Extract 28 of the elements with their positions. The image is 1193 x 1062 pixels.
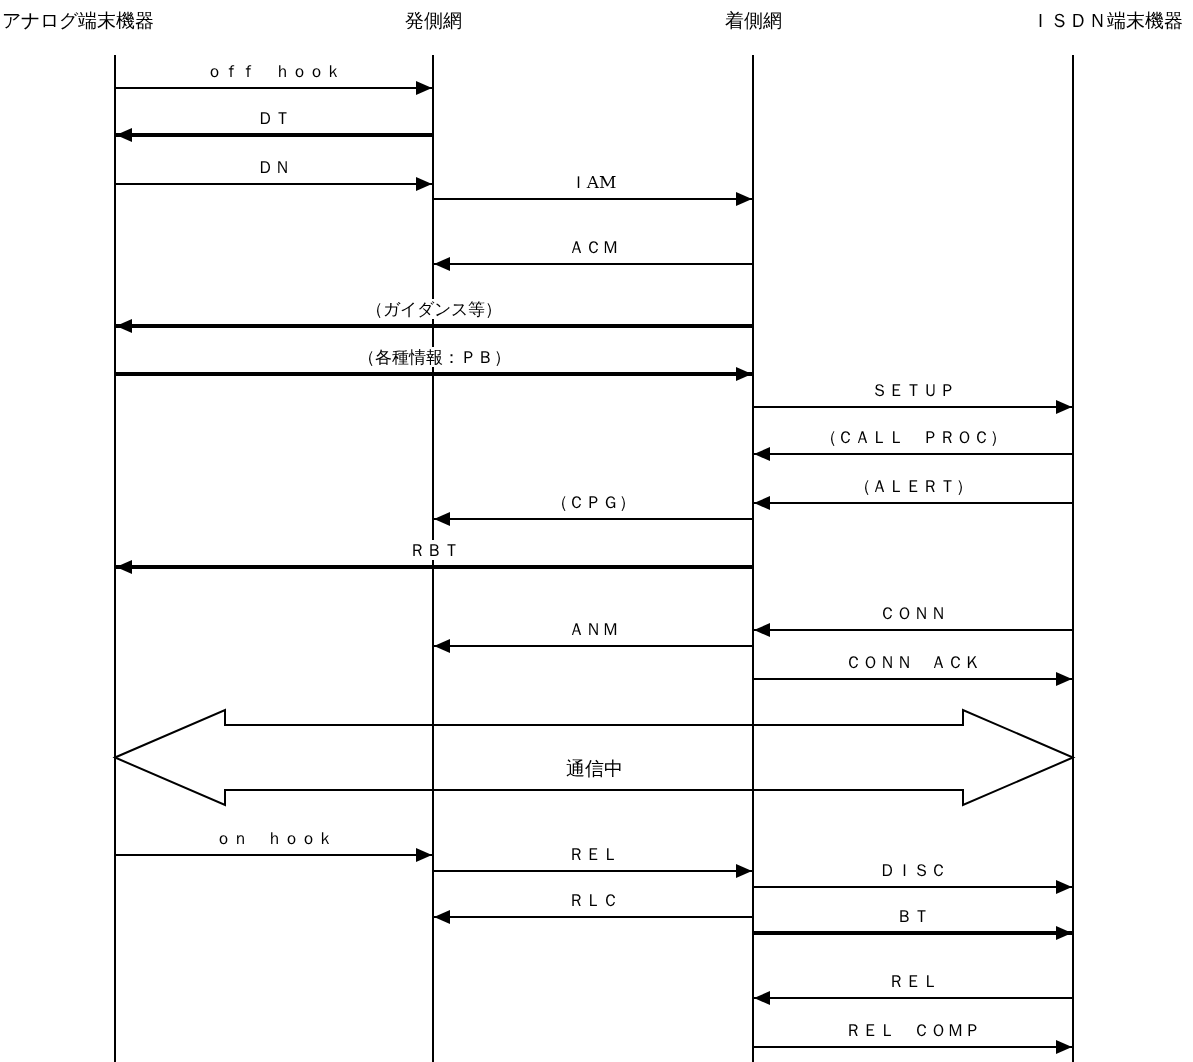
message-arrow bbox=[433, 512, 753, 526]
lifeline-header: 着側網 bbox=[724, 8, 782, 33]
message-arrow bbox=[116, 128, 432, 142]
message-arrow bbox=[754, 926, 1072, 940]
lifeline-header: アナログ端末機器 bbox=[2, 8, 154, 33]
message-arrow bbox=[433, 639, 753, 653]
message-arrow bbox=[433, 864, 753, 878]
message-arrow bbox=[433, 910, 753, 924]
message-arrow bbox=[116, 560, 752, 574]
message-arrow bbox=[115, 848, 433, 862]
message-arrow bbox=[116, 367, 752, 381]
message-arrow bbox=[753, 623, 1073, 637]
message-arrow bbox=[433, 192, 753, 206]
message-arrow bbox=[433, 257, 753, 271]
message-arrow bbox=[115, 177, 433, 191]
message-arrow bbox=[753, 400, 1073, 414]
message-arrow bbox=[753, 447, 1073, 461]
lifeline-header: ＩＳＤＮ端末機器 bbox=[1031, 8, 1183, 33]
message-arrow bbox=[116, 319, 752, 333]
double-arrow-shape bbox=[115, 710, 1073, 805]
message-arrow bbox=[753, 1040, 1073, 1054]
message-arrow bbox=[115, 81, 433, 95]
message-arrow bbox=[753, 672, 1073, 686]
message-arrow bbox=[753, 991, 1073, 1005]
lifeline-header: 発側網 bbox=[404, 8, 462, 33]
message-arrow bbox=[753, 880, 1073, 894]
message-arrow bbox=[753, 496, 1073, 510]
phase-label: 通信中 bbox=[565, 756, 623, 780]
